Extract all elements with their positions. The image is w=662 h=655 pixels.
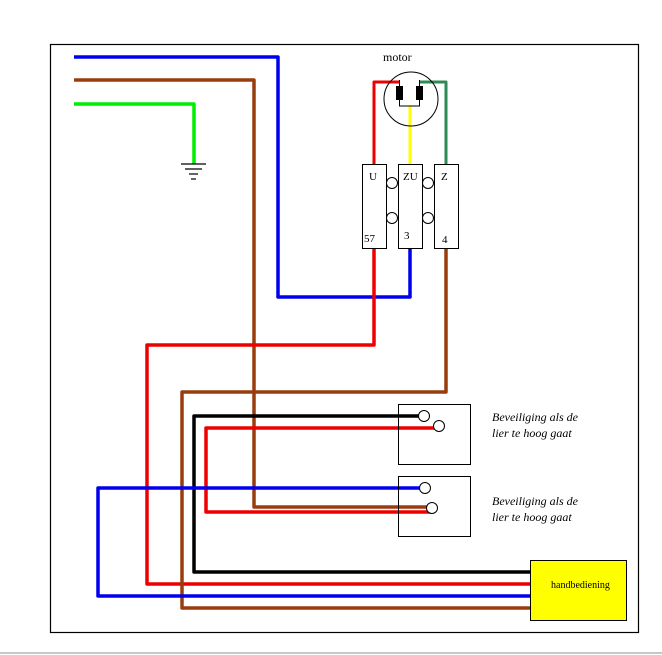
terminal-U-bottom-label: 57 xyxy=(364,233,376,245)
wire-earth-green xyxy=(74,102,196,164)
motor-icon xyxy=(383,71,439,127)
wire-switch-blue xyxy=(96,486,530,598)
hand-control-box xyxy=(530,560,627,621)
ground-icon xyxy=(181,163,206,180)
wire-z4-brown xyxy=(180,248,530,610)
terminal-ZU-bottom-label: 3 xyxy=(404,230,410,242)
diagram-frame xyxy=(49,43,640,634)
wire-mains-brown xyxy=(74,78,432,509)
switch-contact xyxy=(433,420,445,432)
switch-contact xyxy=(419,482,431,494)
hand-control-label: handbediening xyxy=(551,580,610,591)
wire-switch-link-red xyxy=(204,426,439,514)
motor: motor xyxy=(383,50,439,127)
motor-winding-link xyxy=(399,100,420,107)
bridge-contact xyxy=(422,212,434,224)
bridge-contact xyxy=(386,177,398,189)
bridge-contact xyxy=(422,177,434,189)
motor-label: motor xyxy=(383,50,412,64)
limit-switch-2: Beveiliging als de lier te hoog gaat xyxy=(398,476,579,537)
terminal-strip: U 57 ZU 3 Z 4 xyxy=(362,164,459,249)
limit-switch-1-note-line2: lier te hoog gaat xyxy=(492,426,572,440)
terminal-U-top-label: U xyxy=(369,171,377,183)
terminal-Z-top-label: Z xyxy=(441,171,448,183)
terminal-Z: Z 4 xyxy=(434,164,459,249)
wire-u57-red xyxy=(145,248,530,586)
limit-switch-2-note-line2: lier te hoog gaat xyxy=(492,510,572,524)
limit-switch-2-note-line1: Beveiliging als de xyxy=(492,494,579,508)
bottom-divider xyxy=(0,652,662,654)
hand-control: handbediening xyxy=(530,560,627,621)
switch-contact xyxy=(426,502,438,514)
limit-switch-1: Beveiliging als de lier te hoog gaat xyxy=(398,404,579,465)
terminal-U: U 57 xyxy=(362,164,387,249)
terminal-Z-bottom-label: 4 xyxy=(442,234,448,246)
motor-winding-right xyxy=(416,86,423,100)
wire-motor-red xyxy=(372,80,399,164)
wire-motor-green xyxy=(420,80,448,164)
terminal-ZU-top-label: ZU xyxy=(403,171,418,183)
wire-mains-blue xyxy=(74,55,412,299)
bridge-contact xyxy=(386,212,398,224)
limit-switch-1-note-line1: Beveiliging als de xyxy=(492,410,579,424)
wires xyxy=(74,55,530,610)
terminal-ZU: ZU 3 xyxy=(398,164,423,249)
switch-contact xyxy=(418,410,430,422)
motor-winding-left xyxy=(396,86,403,100)
wire-black xyxy=(192,414,530,574)
